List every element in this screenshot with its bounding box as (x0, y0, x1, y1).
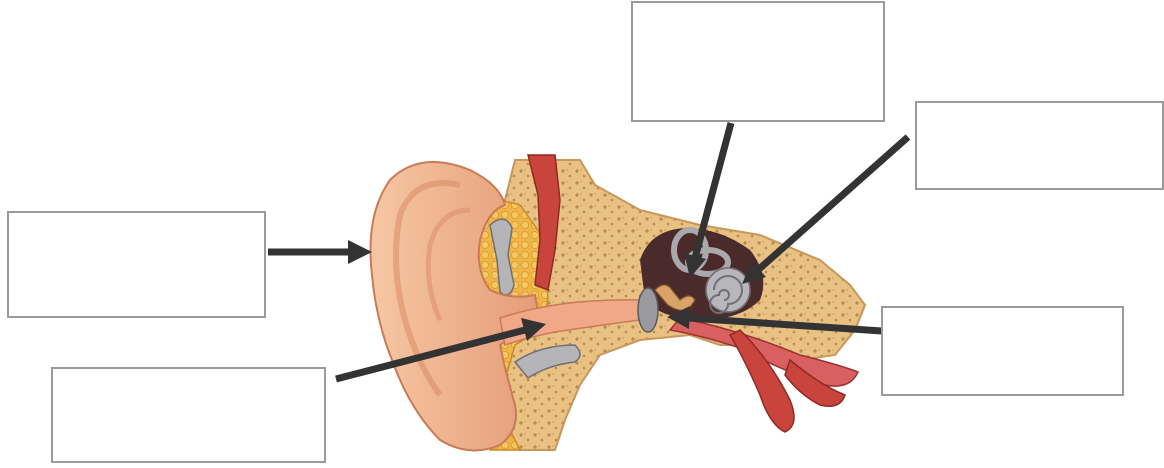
label-box-outer-ear[interactable] (7, 211, 266, 318)
label-box-cochlea[interactable] (915, 101, 1164, 190)
label-box-eardrum[interactable] (881, 306, 1124, 396)
label-box-semicircular-canals[interactable] (631, 1, 885, 122)
cochlea (706, 268, 750, 313)
eardrum (638, 288, 658, 332)
label-box-ear-canal[interactable] (51, 367, 326, 463)
